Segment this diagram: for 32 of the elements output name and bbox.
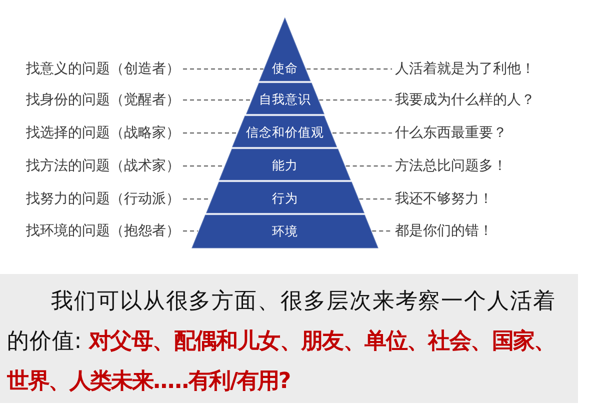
layer-label: 使命 [272, 60, 298, 76]
paragraph-text: 我们可以从很多方面、很多层次来考察一个人活着的价值: 对父母、配偶和儿女、朋友、单位、社会、国家、世界、人类未来.....有利/有用? [7, 288, 555, 396]
question-label: 找意义的问题（创造者） [26, 60, 180, 78]
leader-line [182, 132, 238, 134]
leader-line [358, 198, 392, 200]
layer-label: 信念和价值观 [246, 124, 324, 139]
layer-label: 行为 [272, 190, 298, 205]
leader-line [372, 230, 392, 232]
question-label: 找环境的问题（抱怨者） [26, 222, 180, 240]
question-label: 找身份的问题（觉醒者） [26, 91, 180, 109]
layer-label: 环境 [272, 224, 298, 238]
pyramid-layer [192, 214, 378, 248]
question-label: 找选择的问题（战略家） [26, 124, 180, 142]
leader-line [306, 68, 392, 70]
leader-line [182, 230, 198, 232]
statement-label: 方法总比问题多！ [395, 157, 507, 175]
pyramid-layer [259, 18, 311, 82]
pyramid-layer [206, 181, 364, 214]
layer-label: 自我意识 [258, 91, 311, 106]
leader-line [332, 132, 392, 134]
statement-label: 人活着就是为了利他！ [395, 60, 535, 78]
question-label: 找方法的问题（战术家） [26, 157, 180, 175]
layer-label: 能力 [272, 157, 298, 172]
leader-line [182, 68, 264, 70]
pyramid-layer [219, 148, 351, 181]
statement-label: 都是你们的错！ [395, 222, 493, 240]
statement-label: 我要成为什么样的人？ [395, 91, 535, 109]
pyramid-layer [246, 82, 324, 115]
statement-label: 什么东西最重要？ [395, 124, 507, 142]
pyramid-layer [232, 115, 338, 148]
statement-label: 我还不够努力！ [395, 190, 493, 208]
question-label: 找努力的问题（行动派） [26, 190, 180, 208]
